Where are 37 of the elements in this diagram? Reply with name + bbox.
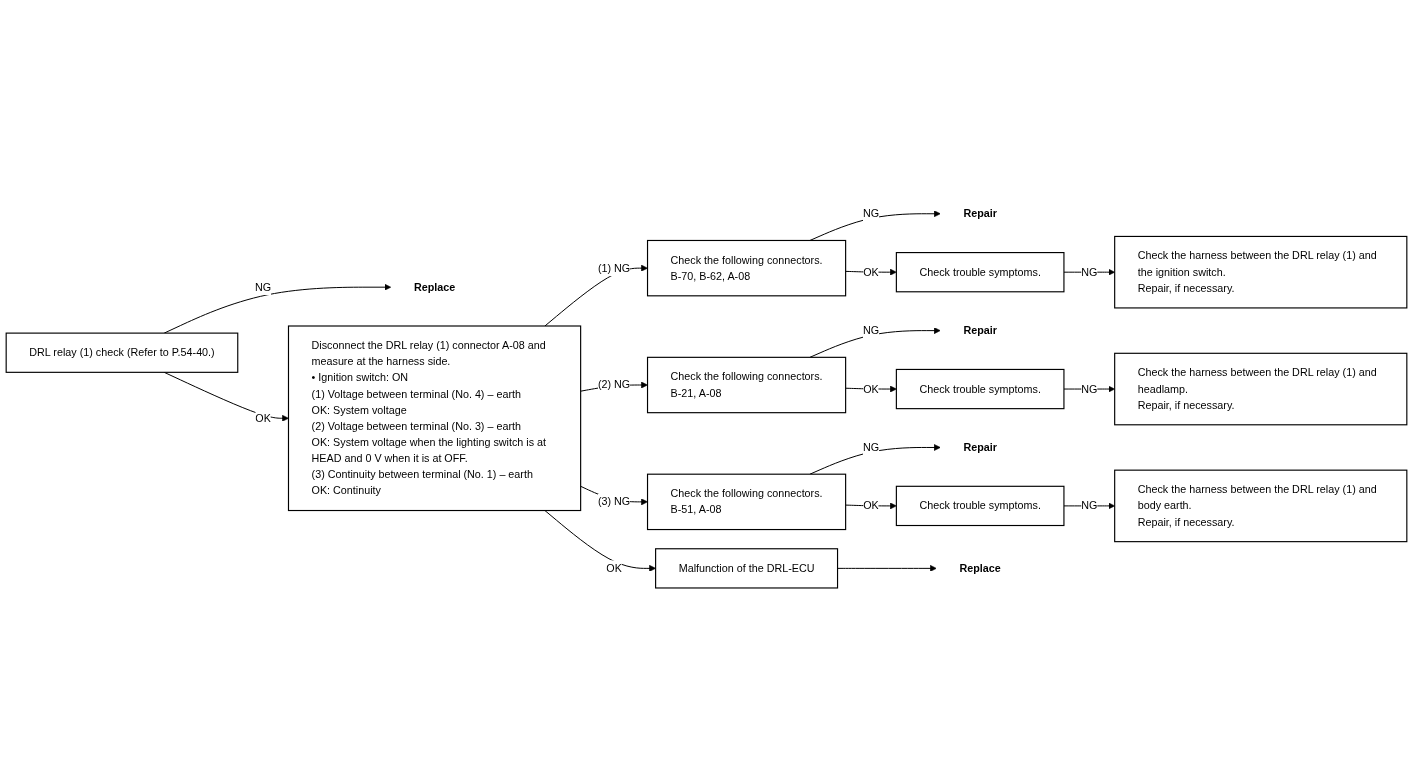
node-box: Check trouble symptoms. [895, 485, 1065, 527]
node-box: Check the harness between the DRL relay (1) and the ignition switch. Repair, if necessary. [1114, 235, 1408, 309]
node-box: Disconnect the DRL relay (1) connector A-08 and measure at the harness side. • Ignition switch: ON (1) Voltage between terminal (No. 4) – earth OK: System voltage (2) Voltage between terminal (No. 3) – earth OK: System voltage when the lighting switch is at HEAD and 0 V when it is at OFF. (3) Continuity between terminal (No. 1) – earth OK: Continuity [287, 325, 582, 512]
arrow [809, 327, 941, 358]
node-text: Repair [963, 324, 997, 337]
node-box: Check trouble symptoms. [895, 368, 1065, 410]
node-text: Repair [963, 207, 997, 220]
node-text: Replace [959, 561, 1001, 575]
edge-label: (1) NG [597, 261, 631, 274]
edge-label: OK [863, 265, 879, 278]
edge-label: NG [862, 207, 880, 220]
node-text: Replace [413, 280, 456, 293]
node-text: Repair [963, 440, 997, 454]
edge-label: NG [862, 440, 880, 454]
edge-label: OK [606, 561, 622, 575]
arrow [809, 210, 941, 241]
edge-label: NG [1081, 265, 1098, 278]
node-box: Check the following connectors. B-70, B-62, A-08 [646, 239, 847, 297]
arrow [809, 444, 941, 475]
arrow [544, 509, 656, 572]
edge-label: OK [863, 499, 879, 512]
edge-label: (3) NG [597, 495, 631, 508]
node-box: Check the following connectors. B-21, A-08 [646, 356, 847, 414]
node-box: Check the following connectors. B-51, A-08 [646, 473, 847, 531]
edge-label: NG [255, 280, 272, 293]
node-box: Check the harness between the DRL relay (1) and headlamp. Repair, if necessary. [1114, 352, 1408, 426]
edge-label: NG [862, 324, 880, 337]
edge-label: OK [863, 382, 879, 395]
arrow [837, 564, 937, 572]
node-box: Check the harness between the DRL relay (1) and body earth. Repair, if necessary. [1114, 469, 1408, 543]
edge-label: (2) NG [597, 378, 631, 391]
node-box: Malfunction of the DRL-ECU [655, 548, 839, 589]
edge-label: OK [255, 411, 271, 424]
edge-label: NG [1081, 499, 1098, 512]
node-box: DRL relay (1) check (Refer to P.54-40.) [5, 332, 239, 373]
node-box: Check trouble symptoms. [895, 251, 1065, 293]
edge-label: NG [1081, 382, 1098, 395]
